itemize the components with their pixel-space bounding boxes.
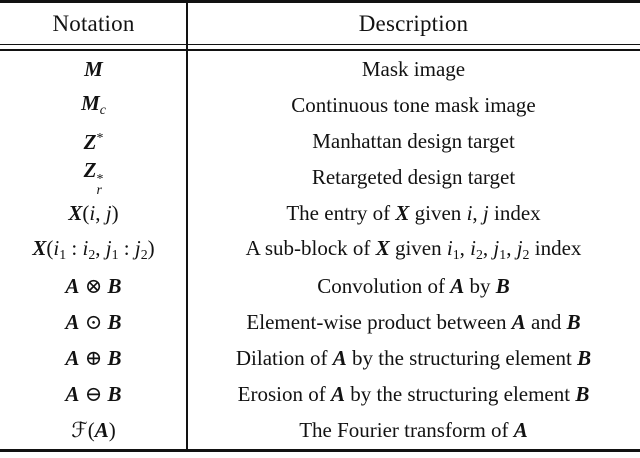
table-row: A ⊗ B Convolution of A by B xyxy=(0,268,640,304)
description-cell: Mask image xyxy=(361,56,466,81)
description-cell: The Fourier transform of A xyxy=(299,418,528,443)
description-cell: The entry of X given i, j index xyxy=(286,201,541,226)
notation-cell: A ⊖ B xyxy=(65,382,122,407)
table-row: X(i1 : i2, j1 : j2) A sub-block of X give… xyxy=(0,232,640,268)
table-row: Z* Manhattan design target xyxy=(0,123,640,159)
notation-cell: Z*r xyxy=(83,157,104,198)
description-cell: Element-wise product between A and B xyxy=(246,309,581,334)
notation-cell: X(i1 : i2, j1 : j2) xyxy=(32,236,155,263)
table-row: M Mask image xyxy=(0,51,640,87)
header-rule-line-top xyxy=(0,44,640,45)
notation-cell: A ⊙ B xyxy=(65,309,122,334)
header-description: Description xyxy=(358,10,469,36)
header-rule-line-bottom xyxy=(0,49,640,51)
notation-cell: ℱ(A) xyxy=(71,418,116,443)
table-top-rule xyxy=(0,0,640,3)
description-cell: Convolution of A by B xyxy=(317,273,510,298)
table-row: ℱ(A) The Fourier transform of A xyxy=(0,413,640,449)
header-double-rule xyxy=(0,44,640,51)
notation-cell: M xyxy=(84,56,103,81)
table-row: Z*r Retargeted design target xyxy=(0,157,640,198)
table-row: A ⊕ B Dilation of A by the structuring el… xyxy=(0,341,640,377)
description-cell: Erosion of A by the structuring element … xyxy=(237,382,590,407)
column-divider xyxy=(186,3,188,452)
description-cell: Continuous tone mask image xyxy=(291,92,536,117)
notation-cell: Mc xyxy=(81,91,106,118)
description-cell: Dilation of A by the structuring element… xyxy=(235,346,592,371)
notation-cell: A ⊕ B xyxy=(65,346,122,371)
header-notation: Notation xyxy=(52,10,135,36)
description-cell: A sub-block of X given i1, i2, j1, j2 in… xyxy=(245,236,582,263)
table-row: X(i, j) The entry of X given i, j index xyxy=(0,196,640,232)
table-row: A ⊙ B Element-wise product between A and … xyxy=(0,304,640,340)
table-bottom-rule xyxy=(0,449,640,453)
notation-cell: A ⊗ B xyxy=(65,273,122,298)
table-row: A ⊖ B Erosion of A by the structuring ele… xyxy=(0,377,640,413)
table-row: Mc Continuous tone mask image xyxy=(0,87,640,123)
sup-sub-stack: *r xyxy=(96,171,104,198)
description-cell: Retargeted design target xyxy=(311,165,516,190)
notation-cell: Z* xyxy=(83,129,104,154)
table-header-row: Notation Description xyxy=(0,3,640,44)
notation-cell: X(i, j) xyxy=(68,201,119,226)
description-cell: Manhattan design target xyxy=(312,128,515,153)
